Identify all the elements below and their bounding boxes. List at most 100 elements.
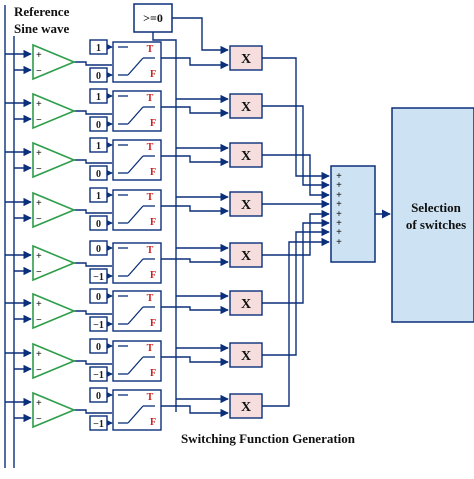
compare-zero-block (133, 3, 173, 33)
multiplier-block-3 (229, 142, 263, 168)
const-false-value: −1 (93, 320, 104, 331)
switch-false-letter: F (150, 318, 156, 329)
switch-false-letter: F (150, 69, 156, 80)
switch-arm (127, 405, 144, 424)
const-true-block (89, 137, 108, 153)
const-false-value: 0 (96, 120, 101, 131)
switch-false-letter: F (150, 270, 156, 281)
switch-arm (127, 106, 144, 125)
const-false-block (89, 67, 108, 83)
const-true-block (89, 338, 108, 354)
switch-true-letter: T (147, 142, 154, 153)
const-true-value: 0 (96, 292, 101, 303)
const-true-value: 1 (96, 141, 101, 152)
comparator-minus-sign: − (36, 214, 42, 225)
multiplier-block-8 (229, 393, 263, 419)
sum-plus-sign: + (336, 190, 342, 201)
reference-label-line2: Sine wave (14, 21, 69, 36)
channel-blocks: +−10TFX+−10TFX+−10TFX+−10TFX+−0−1TFX+−0−… (32, 39, 263, 431)
sum-plus-sign: + (336, 180, 342, 191)
switch-false-letter: F (150, 167, 156, 178)
multiplier-block-7 (229, 342, 263, 368)
reference-label-line1: Reference (14, 4, 70, 19)
multiplier-to-sum-wire (262, 218, 330, 304)
compare-zero-label: >=0 (143, 11, 163, 25)
multiplier-block-6 (229, 290, 263, 316)
const-false-value: −1 (93, 370, 104, 381)
switch-to-multiplier-wire (161, 155, 229, 167)
const-false-block (89, 366, 108, 382)
comparator-plus-sign: + (36, 148, 42, 159)
multiplier-symbol: X (241, 249, 251, 264)
multiplier-to-sum-wire (262, 57, 330, 181)
const-true-value: 1 (96, 43, 101, 54)
comparator-minus-sign: − (36, 267, 42, 278)
const-false-block (89, 165, 108, 181)
switch-to-multiplier-wire (161, 257, 229, 267)
const-false-block (89, 116, 108, 132)
comparator-to-switch-wire (74, 409, 112, 414)
switch-arm (127, 57, 144, 76)
comparator-plus-sign: + (36, 50, 42, 61)
switch-to-multiplier-wire (161, 305, 229, 315)
sum-plus-sign: + (336, 199, 342, 210)
comparator-to-switch-wire (74, 209, 112, 214)
switch-true-letter: T (147, 343, 154, 354)
const-false-value: −1 (93, 419, 104, 430)
const-false-block (89, 215, 108, 231)
const-true-block (89, 288, 108, 304)
switch-true-letter: T (147, 44, 154, 55)
switch-arm (127, 155, 144, 174)
comparator-plus-sign: + (36, 198, 42, 209)
multiplier-to-sum-wire (262, 227, 330, 356)
comparator-to-switch-wire (74, 262, 112, 267)
comparator-5 (32, 244, 77, 282)
comparator-to-switch-wire (74, 159, 112, 164)
comparator-3 (32, 141, 77, 179)
multiplier-to-sum-wire (262, 105, 330, 190)
switch-false-letter: F (150, 217, 156, 228)
const-true-value: 0 (96, 244, 101, 255)
const-true-value: 1 (96, 191, 101, 202)
sum-plus-sign: + (336, 227, 342, 238)
comparator-minus-sign: − (36, 164, 42, 175)
comparator-minus-sign: − (36, 66, 42, 77)
switch-to-multiplier-wire (161, 106, 229, 118)
selection-of-switches-block (391, 107, 474, 323)
comparator-6 (32, 292, 77, 330)
switch-false-letter: F (150, 368, 156, 379)
const-false-value: 0 (96, 169, 101, 180)
const-true-block (89, 240, 108, 256)
multiplier-block-4 (229, 191, 263, 217)
switch-block-4 (112, 189, 162, 231)
multiplier-symbol: X (241, 52, 251, 67)
comparator-1 (32, 43, 77, 81)
sum-plus-sign: + (336, 209, 342, 220)
multiplier-symbol: X (241, 400, 251, 415)
const-true-block (89, 187, 108, 203)
comparator-plus-sign: + (36, 251, 42, 262)
sum-input-signs: ++++++++ (336, 171, 342, 248)
multiplier-symbol: X (241, 149, 251, 164)
multiplier-symbol: X (241, 349, 251, 364)
sum-plus-sign: + (336, 237, 342, 248)
switch-arm (127, 306, 144, 325)
comparator-to-switch-wire (74, 310, 112, 315)
multiplier-to-sum-wire (262, 209, 330, 256)
switch-arm (127, 356, 144, 375)
const-false-value: 0 (96, 71, 101, 82)
switch-to-multiplier-wire (161, 356, 229, 367)
comparator-minus-sign: − (36, 315, 42, 326)
diagram-caption: Switching Function Generation (181, 431, 356, 446)
sum-plus-sign: + (336, 171, 342, 182)
multiplier-block-2 (229, 93, 263, 119)
switch-true-letter: T (147, 93, 154, 104)
switch-true-letter: T (147, 245, 154, 256)
comparator-8 (32, 391, 77, 429)
switch-to-multiplier-wire (161, 405, 229, 418)
switch-true-letter: T (147, 392, 154, 403)
comparator-plus-sign: + (36, 99, 42, 110)
const-false-block (89, 268, 108, 284)
